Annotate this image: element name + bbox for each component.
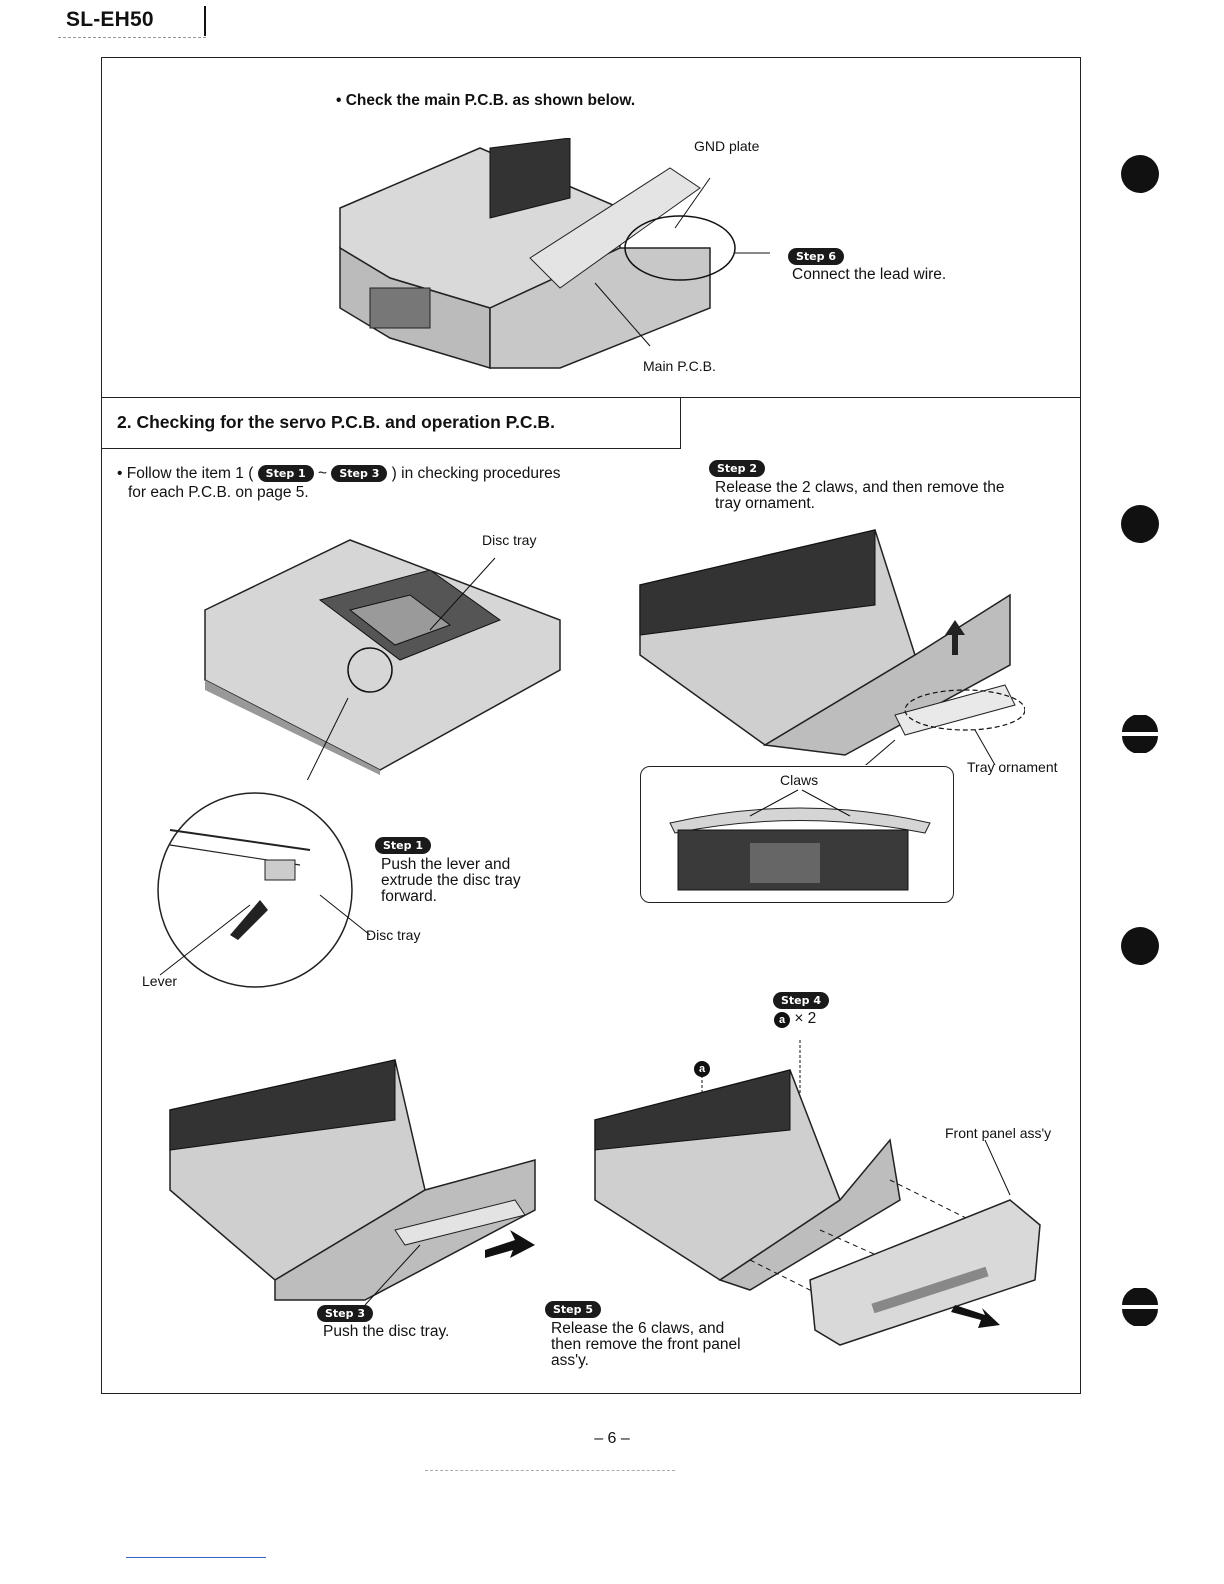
claws-detail-illustration	[669, 789, 931, 891]
push-tray-illustration	[169, 1059, 536, 1306]
step6-badge: Step 6	[788, 248, 844, 265]
claws-detail-box	[640, 766, 954, 903]
step2-line1: Release the 2 claws, and then remove the	[715, 479, 1005, 496]
page-number: – 6 –	[594, 1430, 630, 1447]
screw-a-mark: a	[774, 1012, 790, 1028]
binder-hole-mark	[1121, 155, 1159, 193]
gnd-plate-label: GND plate	[694, 138, 760, 154]
step4-screw-count: a × 2	[774, 1011, 816, 1028]
footer-rule	[126, 1557, 266, 1558]
section-title-box	[101, 397, 681, 449]
binder-split-mark	[1122, 715, 1158, 753]
claws-label: Claws	[780, 772, 819, 788]
disc-tray-label-top: Disc tray	[482, 532, 537, 548]
step5-line1: Release the 6 claws, and	[551, 1320, 725, 1337]
main-pcb-label: Main P.C.B.	[643, 358, 716, 374]
step4-badge-wrap: Step 4	[773, 991, 829, 1009]
main-pcb-illustration	[339, 138, 770, 370]
step5-line2: then remove the front panel	[551, 1336, 741, 1353]
follow-instruction: • Follow the item 1 ( Step 1 ~ Step 3 ) …	[117, 465, 561, 482]
step4-badge: Step 4	[773, 992, 829, 1009]
front-panel-illustration	[594, 1040, 1041, 1346]
screw-marker-wrap: a	[694, 1059, 710, 1077]
binder-split-mark	[1122, 1288, 1158, 1326]
step2-badge: Step 2	[709, 460, 765, 477]
step3-badge-wrap: Step 3	[317, 1304, 373, 1322]
binder-hole-mark	[1121, 505, 1159, 543]
screw-a-marker: a	[694, 1061, 710, 1077]
section-divider	[101, 397, 1081, 398]
lever-detail-illustration	[157, 792, 371, 988]
scan-artifact-rule	[425, 1470, 675, 1471]
step1-line2: extrude the disc tray	[381, 872, 521, 889]
step3-text: Push the disc tray.	[323, 1323, 450, 1340]
step3-badge: Step 3	[317, 1305, 373, 1322]
front-panel-label: Front panel ass'y	[945, 1125, 1052, 1141]
tray-ornament-illustration	[639, 529, 1025, 765]
step2-line2: tray ornament.	[715, 495, 815, 512]
main-pcb-instruction: • Check the main P.C.B. as shown below.	[336, 92, 636, 109]
follow-instruction-line2: for each P.C.B. on page 5.	[128, 484, 309, 501]
step5-badge-wrap: Step 5	[545, 1300, 601, 1318]
header-underline	[58, 37, 206, 38]
step1-line1: Push the lever and	[381, 856, 511, 873]
step6-badge-wrap: Step 6	[788, 247, 844, 265]
step1-badge: Step 1	[375, 837, 431, 854]
follow-step3-badge: Step 3	[331, 465, 388, 482]
lever-label: Lever	[142, 973, 178, 989]
model-number: SL-EH50	[66, 8, 154, 31]
step5-line3: ass'y.	[551, 1352, 589, 1369]
step5-badge: Step 5	[545, 1301, 601, 1318]
follow-step1-badge: Step 1	[257, 465, 314, 482]
content-frame	[101, 57, 1081, 1394]
binder-hole-mark	[1121, 927, 1159, 965]
disc-tray-illustration	[204, 539, 561, 780]
step1-line3: forward.	[381, 888, 437, 905]
disc-tray-label-detail: Disc tray	[366, 927, 421, 943]
step2-badge-wrap: Step 2	[709, 459, 765, 477]
section-title: 2. Checking for the servo P.C.B. and ope…	[117, 412, 555, 432]
tray-ornament-label: Tray ornament	[967, 759, 1058, 775]
step1-badge-wrap: Step 1	[375, 836, 431, 854]
step6-text: Connect the lead wire.	[792, 266, 947, 283]
header-divider	[204, 6, 206, 36]
